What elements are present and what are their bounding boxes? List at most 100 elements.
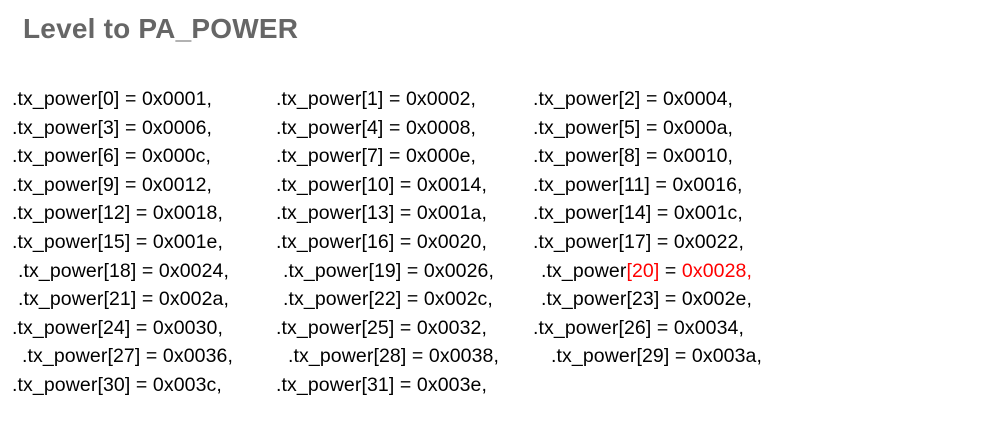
tx-power-symbol: .tx_power — [533, 88, 619, 110]
tx-power-entry: .tx_power[9] = 0x0012, — [12, 171, 212, 200]
tx-power-symbol: .tx_power — [533, 145, 619, 168]
tx-power-index: [10] — [361, 173, 395, 196]
tx-power-symbol: .tx_power — [276, 173, 362, 196]
tx-power-entry: .tx_power[14] = 0x001c, — [533, 199, 743, 228]
tx-power-symbol: .tx_power — [276, 116, 362, 139]
assignment-operator: = — [130, 373, 153, 396]
tx-power-entry: .tx_power[1] = 0x0002, — [276, 85, 476, 114]
tx-power-value: 0x0028, — [681, 259, 753, 282]
tx-power-value: 0x001a, — [416, 202, 488, 225]
tx-power-symbol: .tx_power — [276, 202, 362, 225]
tx-power-value: 0x001c, — [673, 202, 743, 225]
tx-power-value: 0x0034, — [673, 316, 745, 339]
code-row: .tx_power[27] = 0x0036, .tx_power[28] = 0… — [0, 342, 998, 371]
tx-power-value: 0x0024, — [158, 259, 230, 282]
assignment-operator: = — [383, 88, 406, 110]
assignment-operator: = — [651, 316, 674, 339]
tx-power-index: [27] — [107, 345, 141, 368]
assignment-operator: = — [651, 230, 674, 253]
tx-power-value: 0x003a, — [691, 345, 763, 368]
tx-power-entry: .tx_power[31] = 0x003e, — [276, 371, 487, 400]
tx-power-value: 0x002a, — [158, 288, 230, 311]
tx-power-index: [20] — [626, 259, 660, 282]
assignment-operator: = — [130, 202, 153, 225]
tx-power-entry: .tx_power[22] = 0x002c, — [283, 285, 493, 314]
code-row: .tx_power[6] = 0x000c, .tx_power [7] = 0x0… — [0, 142, 998, 171]
assignment-operator: = — [394, 373, 417, 396]
tx-power-index: [18] — [103, 259, 137, 282]
tx-power-index: [25] — [361, 316, 395, 339]
tx-power-value: 0x0030, — [152, 316, 224, 339]
tx-power-entry: .tx_power[28] = 0x0038, — [288, 342, 499, 371]
tx-power-index: [6] — [97, 145, 120, 168]
tx-power-index: [16] — [361, 230, 395, 253]
assignment-operator: = — [640, 116, 663, 139]
tx-power-index: [2] — [618, 88, 641, 110]
tx-power-value: 0x002e, — [681, 288, 753, 311]
tx-power-entry: .tx_power[19] = 0x0026, — [283, 257, 494, 286]
tx-power-entry: .tx_power[27] = 0x0036, — [22, 342, 233, 371]
tx-power-entry: .tx_power[26] = 0x0034, — [533, 314, 744, 343]
tx-power-value: 0x0022, — [673, 230, 745, 253]
tx-power-value: 0x0008, — [405, 116, 477, 139]
tx-power-symbol: .tx_power — [541, 259, 627, 282]
tx-power-entry: .tx_power[2] = 0x0004, — [533, 85, 733, 114]
assignment-operator: = — [130, 230, 153, 253]
tx-power-symbol: .tx_power — [12, 316, 98, 339]
tx-power-symbol: .tx_power — [283, 259, 369, 282]
tx-power-index: [7] — [361, 145, 384, 168]
code-row: .tx_power[9] = 0x0012, .tx_power[10] = 0x… — [0, 171, 998, 200]
assignment-operator: = — [383, 116, 406, 139]
assignment-operator: = — [119, 116, 142, 139]
tx-power-value: 0x003e, — [416, 373, 488, 396]
code-row: .tx_power[15] = 0x001e,.tx_power[16] = 0… — [0, 228, 998, 257]
tx-power-value: 0x0036, — [162, 345, 234, 368]
tx-power-index: [17] — [618, 230, 652, 253]
assignment-operator: = — [394, 316, 417, 339]
tx-power-symbol: .tx_power — [276, 88, 362, 110]
tx-power-symbol: .tx_power — [18, 288, 104, 311]
assignment-operator: = — [401, 288, 424, 311]
code-row: .tx_power[12] = 0x0018,.tx_power[13] = 0… — [0, 199, 998, 228]
tx-power-index: [29] — [636, 345, 670, 368]
assignment-operator: = — [640, 88, 663, 110]
tx-power-index: [19] — [368, 259, 402, 282]
tx-power-index: [1] — [361, 88, 384, 110]
tx-power-value: 0x0006, — [141, 116, 213, 139]
tx-power-entry: .tx_power[10] = 0x0014, — [276, 171, 487, 200]
tx-power-entry: .tx_power[3] = 0x0006, — [12, 114, 212, 143]
tx-power-symbol: .tx_power — [12, 373, 98, 396]
tx-power-index: [9] — [97, 173, 120, 196]
tx-power-value: 0x001e, — [152, 230, 224, 253]
tx-power-symbol: .tx_power — [533, 316, 619, 339]
assignment-operator: = — [119, 145, 142, 168]
tx-power-entry: .tx_power[18] = 0x0024, — [18, 257, 229, 286]
tx-power-entry: .tx_power[4] = 0x0008, — [276, 114, 476, 143]
tx-power-entry: .tx_power[6] = 0x000c, — [12, 142, 211, 171]
tx-power-value: 0x000a, — [662, 116, 734, 139]
tx-power-symbol: .tx_power — [283, 288, 369, 311]
code-row: .tx_power[30] = 0x003c,.tx_power[31] = 0… — [0, 371, 998, 400]
tx-power-value: 0x0038, — [428, 345, 500, 368]
assignment-operator: = — [394, 230, 417, 253]
tx-power-value: 0x000e, — [405, 145, 477, 168]
tx-power-entry: .tx_power[30] = 0x003c, — [12, 371, 222, 400]
code-row: .tx_power[24] = 0x0030,.tx_power[25] = 0… — [0, 314, 998, 343]
assignment-operator: = — [119, 88, 142, 110]
tx-power-index: [22] — [368, 288, 402, 311]
tx-power-index: [15] — [97, 230, 131, 253]
assignment-operator: = — [406, 345, 429, 368]
tx-power-entry: .tx_power[11] = 0x0016, — [533, 171, 743, 200]
tx-power-entry: .tx_power[20] = 0x0028, — [541, 257, 752, 286]
tx-power-symbol: .tx_power — [533, 173, 619, 196]
tx-power-value: 0x000c, — [141, 145, 211, 168]
tx-power-entry: .tx_power[24] = 0x0030, — [12, 314, 223, 343]
tx-power-symbol: .tx_power — [533, 116, 619, 139]
tx-power-symbol: .tx_power — [533, 230, 619, 253]
tx-power-index: [31] — [361, 373, 395, 396]
tx-power-value: 0x0012, — [141, 173, 213, 196]
tx-power-entry: .tx_power[23] = 0x002e, — [541, 285, 752, 314]
tx-power-index: [28] — [373, 345, 407, 368]
tx-power-symbol: .tx_power — [12, 88, 98, 110]
